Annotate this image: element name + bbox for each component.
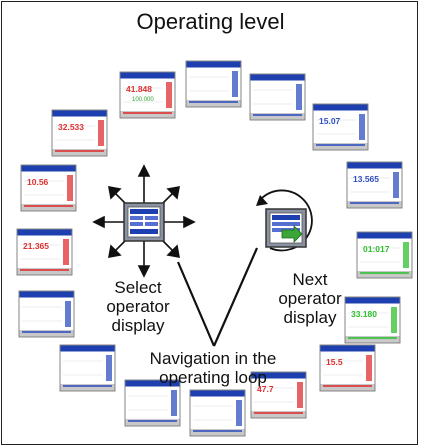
operator-display-thumbnail	[189, 389, 246, 437]
next-key-icon	[265, 208, 307, 248]
operator-display-thumbnail	[18, 290, 75, 338]
display-value-text: 15.5	[326, 357, 343, 367]
diagram-title: Operating level	[136, 9, 285, 34]
operator-display-thumbnail	[124, 379, 181, 427]
operator-display-thumbnail: 10.56	[20, 164, 77, 212]
select-key-icon	[123, 202, 165, 242]
next-display-control	[256, 189, 313, 252]
display-subvalue-text: 100.000	[132, 97, 154, 103]
operator-display-thumbnail: 21.365	[16, 228, 73, 276]
operator-display-thumbnail: 41.848 100.000	[119, 71, 176, 119]
display-value-text: 15.07	[319, 116, 341, 126]
operator-display-thumbnail: 47.7	[250, 371, 307, 419]
display-value-text: 33.180	[351, 309, 377, 319]
display-value-text: 32.533	[58, 122, 84, 132]
navigation-loop-label: Navigation in the operating loop	[149, 349, 277, 388]
operator-display-thumbnail: 32.533	[51, 109, 108, 157]
display-value-text: 41.848	[126, 84, 152, 94]
display-value-text: 10.56	[27, 177, 49, 187]
operator-display-thumbnail	[249, 73, 306, 121]
display-value-text: 01:017	[363, 244, 390, 254]
operator-display-thumbnail	[59, 344, 116, 392]
display-value-text: 13.565	[353, 174, 379, 184]
navigation-pointer-lines	[176, 247, 259, 347]
display-value-text: 47.7	[257, 384, 274, 394]
operator-display-thumbnail: 15.5	[319, 344, 376, 392]
display-value-text: 21.365	[23, 241, 49, 251]
next-display-label: Next operator display	[278, 270, 342, 328]
operator-display-thumbnail: 01:017	[356, 231, 413, 279]
screens-layer: 41.848 100.000 15.07 13.565 01:017 33.180 15.5…	[16, 60, 413, 437]
operator-display-thumbnail: 15.07	[312, 103, 369, 151]
operator-display-thumbnail: 13.565	[346, 161, 403, 209]
operator-display-thumbnail	[185, 60, 242, 108]
select-display-control	[92, 164, 196, 278]
operator-display-thumbnail: 33.180	[344, 296, 401, 344]
select-display-label: Select operator display	[106, 278, 170, 336]
cycle-arrow-icon	[261, 189, 313, 252]
